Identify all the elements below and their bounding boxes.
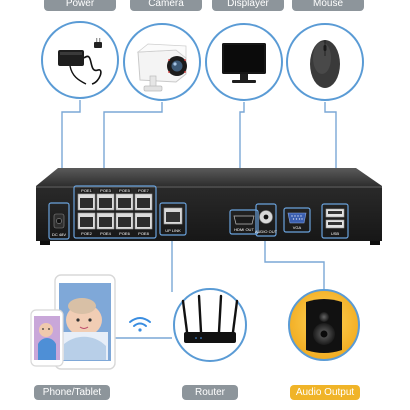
uplink-port-label: UP LINK	[165, 228, 181, 233]
poe-port-block: POE1 POE3 POE5 POE7 POE2 POE4 POE6 POE8	[73, 185, 157, 239]
mouse-line	[324, 102, 337, 208]
poe-label-top: POE5	[119, 188, 130, 193]
label-phone-tablet: Phone/Tablet	[34, 385, 110, 400]
hdmi-port-label: HDMI OUT	[234, 227, 254, 232]
poe-label-bottom: POE2	[81, 231, 92, 236]
audio-line	[264, 238, 325, 290]
label-mouse: Mouse	[292, 0, 364, 11]
label-audio-output: Audio Output	[290, 385, 360, 400]
label-camera: Camera	[130, 0, 202, 11]
mouse-icon	[286, 23, 364, 101]
monitor-icon	[205, 23, 283, 101]
usb-port-label: USB	[331, 231, 340, 236]
camera-line	[103, 102, 163, 185]
poe-label-top: POE3	[100, 188, 111, 193]
router-icon	[173, 288, 247, 362]
power-line	[61, 100, 81, 210]
audio-out-port: AUDIO OUT	[255, 203, 278, 237]
speaker-icon	[288, 289, 360, 361]
audio-out-port-label: AUDIO OUT	[255, 229, 278, 234]
label-router: Router	[182, 385, 238, 400]
vga-port-label: VGA	[293, 225, 302, 230]
poe-label-bottom: POE4	[100, 231, 111, 236]
bullet-camera-icon	[123, 23, 201, 101]
wifi-icon	[129, 317, 151, 332]
tablet-phone-icon	[30, 274, 116, 370]
dc-port: DC 48V	[48, 202, 70, 240]
display-line	[239, 102, 245, 210]
uplink-port: UP LINK	[159, 202, 187, 236]
hdmi-port: HDMI OUT	[229, 209, 259, 235]
usb-ports: USB	[321, 203, 349, 239]
power-adapter-icon	[41, 21, 119, 99]
connector-lines	[61, 100, 337, 339]
vga-port: VGA	[283, 207, 311, 233]
poe-label-top: POE1	[81, 188, 92, 193]
label-displayer: Displayer	[212, 0, 284, 11]
poe-label-top: POE7	[138, 188, 149, 193]
label-power: Power	[44, 0, 116, 11]
poe-label-bottom: POE8	[138, 231, 149, 236]
dc-port-label: DC 48V	[52, 232, 66, 237]
poe-label-bottom: POE6	[119, 231, 130, 236]
